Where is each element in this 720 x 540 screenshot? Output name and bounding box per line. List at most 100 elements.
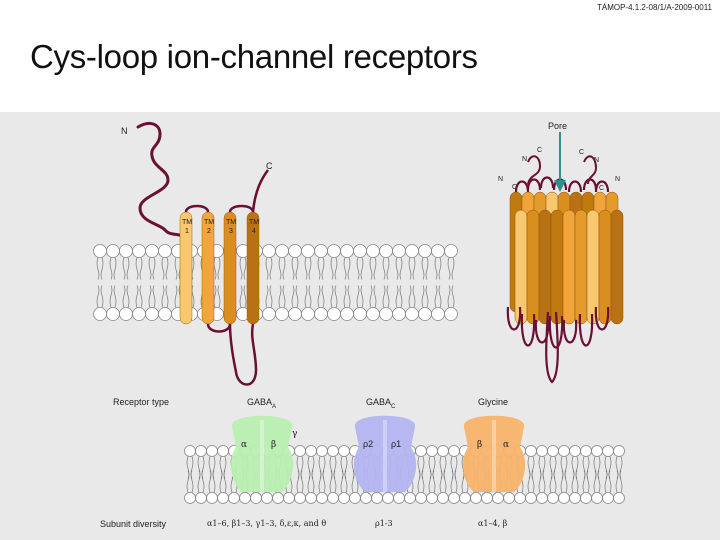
lipid-tail [450,470,458,493]
pore-arrowhead [554,180,566,192]
pentamer-terminal-label: N [522,156,528,163]
lipid-head [514,492,526,504]
n-terminal-chain [136,122,188,244]
receptor-channel-2 [353,415,417,492]
channel-body [353,415,417,492]
lipid-head [93,307,107,321]
tm1-tm2-loop [184,204,210,213]
lipid-tail [330,285,338,308]
lipid-tail [450,456,458,479]
lipid-tail [428,470,436,493]
lipid-head [602,445,614,457]
lipid-head [360,492,372,504]
lipid-tail [417,456,425,479]
lipid-head [349,492,361,504]
lipid-head [301,244,315,258]
pentamer-helix [562,209,576,325]
lipid-head [418,244,432,258]
lipid-head [106,244,120,258]
subunit-label: β [477,440,483,450]
pentamer-terminal-label: C [537,147,543,154]
lipid-head [366,307,380,321]
pentamer-helix [526,209,540,325]
lipid-tail [329,456,337,479]
lipid-tail [593,456,601,479]
lipid-head [393,492,405,504]
lipid-head [525,492,537,504]
lipid-tail [296,470,304,493]
pentamer-helix [598,209,612,325]
lipid-head [444,244,458,258]
lipid-head [547,445,559,457]
lipid-head [547,492,559,504]
intracellular-loop [228,323,258,386]
lipid-tail [434,257,442,280]
lipid-tail [615,456,623,479]
lipid-head [379,244,393,258]
lipid-tail [356,285,364,308]
lipid-head [327,244,341,258]
lipid-tail [148,257,156,280]
lipid-head [536,445,548,457]
lipid-tail [571,456,579,479]
upper-membrane [93,244,458,321]
lipid-tail [369,285,377,308]
lipid-tail [197,456,205,479]
lipid-head [580,445,592,457]
lipid-tail [304,285,312,308]
lipid-tail [219,456,227,479]
receptor-channel-1 [230,415,294,492]
lipid-head [392,307,406,321]
pentamer-helix [610,209,624,325]
receptor-type-label: Receptor type [113,397,170,407]
lipid-head [184,492,196,504]
lipid-head [426,492,438,504]
lipid-tail [582,470,590,493]
lipid-head [301,307,315,321]
lipid-tail [318,456,326,479]
pentamer-terminal-label: N [615,176,621,183]
tm2-tm3-loop [206,323,232,333]
pentamer-loop [562,319,578,344]
c-terminal-chain [251,169,270,213]
lipid-head [569,445,581,457]
lipid-head [448,492,460,504]
lipid-head [558,445,570,457]
lipid-tail [291,285,299,308]
pentamer-loop [526,178,542,191]
lipid-tail [421,285,429,308]
diversity-gaba-c: ρ1-3 [375,519,393,528]
pentamer-helix [538,209,552,325]
channel-pore [260,420,264,492]
lipid-tail [304,257,312,280]
lipid-head [353,244,367,258]
lipid-head [250,492,262,504]
n-terminus-label: N [121,126,128,136]
lipid-head [119,307,133,321]
lipid-head [272,492,284,504]
lipid-tail [265,285,273,308]
lipid-head [132,244,146,258]
lipid-tail [148,285,156,308]
pentamer-loop [506,306,522,331]
lipid-head [431,307,445,321]
lipid-tail [369,257,377,280]
lipid-head [327,307,341,321]
lipid-head [382,492,394,504]
lipid-head [327,492,339,504]
lipid-tail [538,456,546,479]
lipid-head [93,244,107,258]
subunit-label: β [271,440,277,450]
lipid-tail [340,470,348,493]
pentamer-loop [514,180,530,193]
channel-body [462,415,526,492]
lipid-head [262,244,276,258]
lipid-head [426,445,438,457]
lipid-head [217,445,229,457]
receptor-name-glycine: Glycine [478,397,509,407]
lipid-tail [527,456,535,479]
lipid-head [418,307,432,321]
